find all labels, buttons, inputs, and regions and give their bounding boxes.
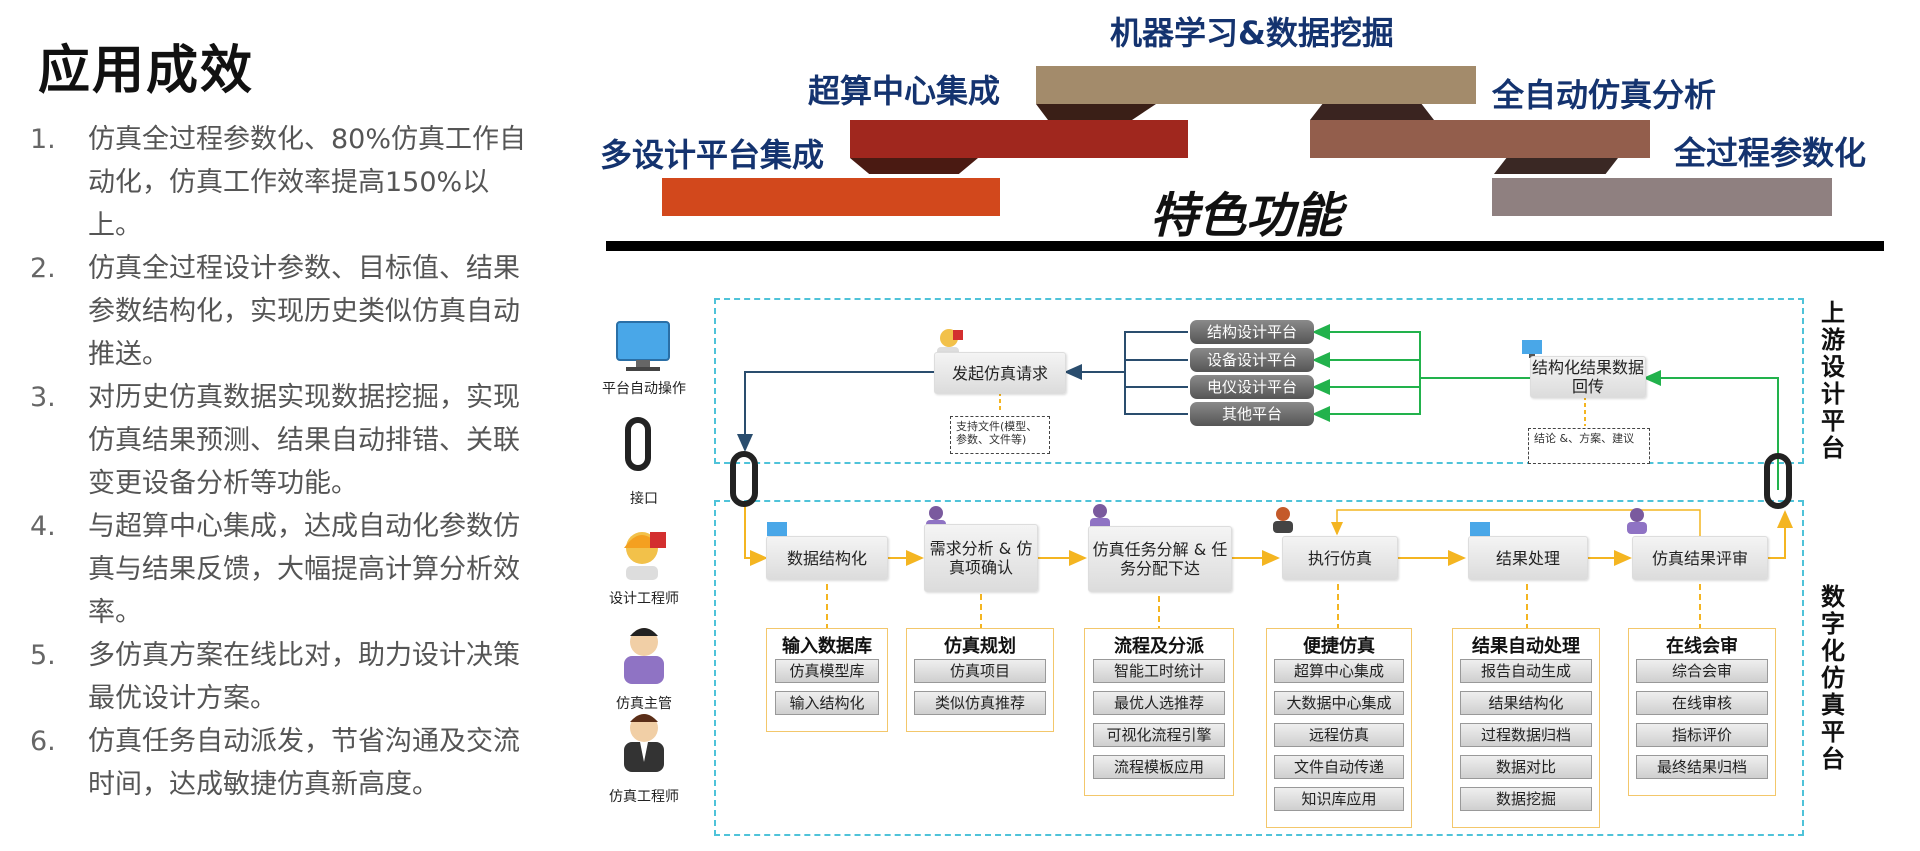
digital-region: [714, 500, 1804, 836]
feature-bar-ml-shadow: [1036, 104, 1156, 120]
feature-bar-multi-platform: [662, 178, 1000, 216]
module-item: 在线审核: [1636, 691, 1768, 715]
module-item: 文件自动传递: [1274, 755, 1404, 779]
sim-engineer-icon: [624, 714, 664, 772]
feature-bar-auto-analysis: [1310, 120, 1650, 158]
feature-label-full-param: 全过程参数化: [1674, 134, 1867, 172]
module-item: 指标评价: [1636, 723, 1768, 747]
module-sim-planning: 仿真规划仿真项目类似仿真推荐: [906, 628, 1054, 732]
module-item: 过程数据归档: [1460, 723, 1592, 747]
chain-link-icon: [625, 417, 1792, 509]
module-item: 知识库应用: [1274, 787, 1404, 811]
achievement-item: 2. 仿真全过程设计参数、目标值、结果参数结构化，实现历史类似仿真自动推送。: [30, 247, 530, 376]
platform-equipment: 设备设计平台: [1190, 348, 1314, 372]
module-item: 数据对比: [1460, 755, 1592, 779]
role-interface: 接口: [630, 491, 658, 507]
feature-bar-full-param: [1492, 178, 1832, 216]
feature-divider: [606, 241, 1884, 251]
step-result-processing: 结果处理: [1468, 536, 1588, 580]
achievement-text: 与超算中心集成，达成自动化参数仿真与结果反馈，大幅提高计算分析效率。: [88, 511, 520, 628]
feature-bar-ml: [1036, 66, 1476, 104]
step-result-review: 仿真结果评审: [1632, 536, 1768, 580]
step-task-decomposition: 仿真任务分解 & 任务分配下达: [1088, 526, 1232, 592]
manager-icon: [624, 628, 664, 684]
achievement-number: 6.: [30, 726, 56, 757]
achievement-item: 6. 仿真任务自动派发，节省沟通及交流时间，达成敏捷仿真新高度。: [30, 720, 530, 806]
module-online-review: 在线会审综合会审在线审核指标评价最终结果归档: [1628, 628, 1776, 796]
module-item: 流程模板应用: [1093, 755, 1225, 779]
result-note: 结论 &、方案、建议: [1528, 428, 1650, 464]
upstream-label: 上游设计平台: [1821, 299, 1845, 462]
monitor-icon: [616, 321, 1542, 540]
platform-other: 其他平台: [1190, 402, 1314, 426]
digital-label: 数字化仿真平台: [1821, 583, 1845, 773]
step-requirement-analysis: 需求分析 & 仿真项确认: [924, 524, 1038, 592]
achievement-text: 仿真全过程设计参数、目标值、结果参数结构化，实现历史类似仿真自动推送。: [88, 253, 520, 370]
role-platform-auto: 平台自动操作: [602, 381, 686, 397]
module-title: 输入数据库: [782, 636, 872, 657]
feature-label-multi-platform: 多设计平台集成: [600, 136, 825, 174]
upstream-region: [714, 298, 1804, 464]
module-item: 类似仿真推荐: [914, 691, 1046, 715]
engineer-icon: [624, 532, 666, 580]
module-item: 综合会审: [1636, 659, 1768, 683]
feature-label-auto-analysis: 全自动仿真分析: [1492, 76, 1717, 114]
achievement-number: 1.: [30, 124, 56, 155]
module-title: 流程及分派: [1114, 636, 1204, 657]
module-item: 仿真模型库: [775, 659, 879, 683]
role-design-engineer: 设计工程师: [609, 591, 679, 607]
module-input-database: 输入数据库仿真模型库输入结构化: [766, 628, 888, 732]
achievement-item: 5. 多仿真方案在线比对，助力设计决策最优设计方案。: [30, 634, 530, 720]
role-sim-manager: 仿真主管: [616, 696, 672, 712]
module-convenient-sim: 便捷仿真超算中心集成大数据中心集成远程仿真文件自动传递知识库应用: [1266, 628, 1412, 828]
result-return-box: 结构化结果数据回传: [1530, 356, 1646, 398]
module-item: 可视化流程引擎: [1093, 723, 1225, 747]
module-item: 超算中心集成: [1274, 659, 1404, 683]
module-title: 便捷仿真: [1303, 636, 1375, 657]
module-item: 输入结构化: [775, 691, 879, 715]
module-auto-result: 结果自动处理报告自动生成结果结构化过程数据归档数据对比数据挖掘: [1452, 628, 1600, 828]
achievement-item: 3. 对历史仿真数据实现数据挖掘，实现仿真结果预测、结果自动排错、关联变更设备分析…: [30, 376, 530, 505]
module-item: 结果结构化: [1460, 691, 1592, 715]
step-data-structuring: 数据结构化: [766, 536, 888, 580]
module-title: 仿真规划: [944, 636, 1016, 657]
feature-title: 特色功能: [1150, 188, 1343, 244]
module-item: 最终结果归档: [1636, 755, 1768, 779]
achievement-text: 对历史仿真数据实现数据挖掘，实现仿真结果预测、结果自动排错、关联变更设备分析等功…: [88, 382, 520, 499]
achievement-text: 多仿真方案在线比对，助力设计决策最优设计方案。: [88, 640, 520, 714]
feature-bar-supercomputing: [850, 120, 1188, 158]
feature-bar-supercomputing-shadow: [850, 158, 978, 174]
initiate-note: 支持文件(模型、参数、文件等): [950, 416, 1050, 454]
module-item: 远程仿真: [1274, 723, 1404, 747]
page-title: 应用成效: [38, 41, 255, 101]
feature-label-ml: 机器学习&数据挖掘: [1110, 14, 1394, 52]
module-item: 数据挖掘: [1460, 787, 1592, 811]
achievement-number: 3.: [30, 382, 56, 413]
module-title: 在线会审: [1666, 636, 1738, 657]
feature-label-supercomputing: 超算中心集成: [808, 72, 1001, 110]
achievement-number: 5.: [30, 640, 56, 671]
module-item: 仿真项目: [914, 659, 1046, 683]
role-sim-engineer: 仿真工程师: [609, 789, 679, 805]
achievement-text: 仿真任务自动派发，节省沟通及交流时间，达成敏捷仿真新高度。: [88, 726, 520, 800]
achievement-item: 1. 仿真全过程参数化、80%仿真工作自动化，仿真工作效率提高150%以上。: [30, 118, 530, 247]
platform-structure: 结构设计平台: [1190, 320, 1314, 344]
module-item: 报告自动生成: [1460, 659, 1592, 683]
module-item: 智能工时统计: [1093, 659, 1225, 683]
achievement-item: 4. 与超算中心集成，达成自动化参数仿真与结果反馈，大幅提高计算分析效率。: [30, 505, 530, 634]
achievement-list: 1. 仿真全过程参数化、80%仿真工作自动化，仿真工作效率提高150%以上。 2. 仿…: [30, 118, 530, 806]
module-flow-dispatch: 流程及分派智能工时统计最优人选推荐可视化流程引擎流程模板应用: [1084, 628, 1234, 796]
step-execute-simulation: 执行仿真: [1282, 536, 1398, 580]
feature-bar-full-param-shadow: [1494, 158, 1618, 174]
module-item: 最优人选推荐: [1093, 691, 1225, 715]
achievement-number: 2.: [30, 253, 56, 284]
achievement-number: 4.: [30, 511, 56, 542]
platform-electrical: 电仪设计平台: [1190, 375, 1314, 399]
feature-bar-auto-analysis-shadow: [1310, 104, 1434, 120]
initiate-request-box: 发起仿真请求: [934, 352, 1066, 394]
module-item: 大数据中心集成: [1274, 691, 1404, 715]
achievement-text: 仿真全过程参数化、80%仿真工作自动化，仿真工作效率提高150%以上。: [88, 124, 527, 241]
module-title: 结果自动处理: [1472, 636, 1580, 657]
